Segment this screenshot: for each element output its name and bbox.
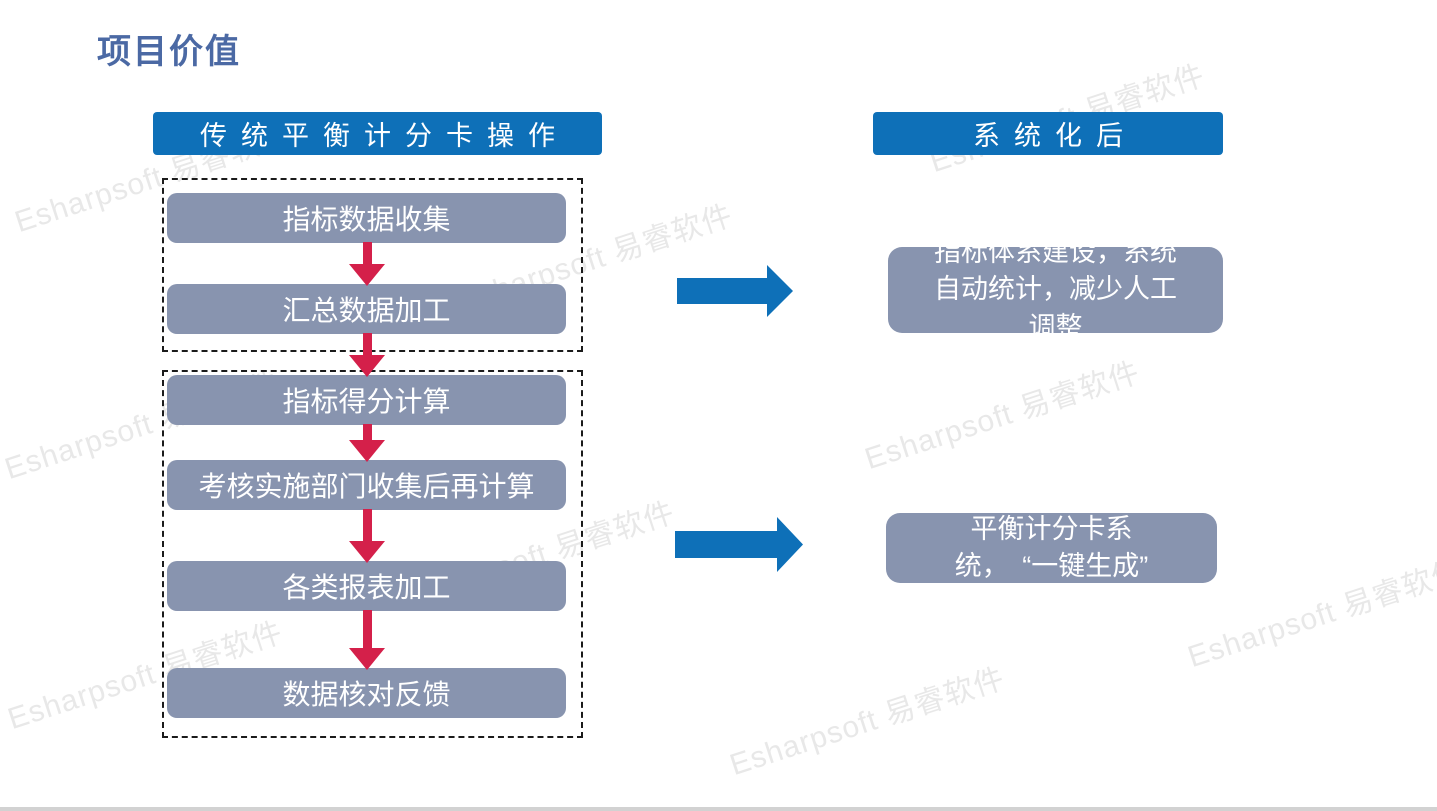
down-arrow-stem — [362, 333, 372, 355]
watermark-text: Esharpsoft 易睿软件 — [860, 356, 1144, 477]
down-arrow-stem — [362, 424, 372, 440]
down-arrow-head — [349, 264, 385, 286]
down-arrow-head — [349, 355, 385, 377]
down-arrow-head — [349, 541, 385, 563]
group-box-manual-collection — [162, 178, 583, 352]
down-arrow-stem — [362, 509, 372, 541]
step-box: 汇总数据加工 — [167, 284, 566, 334]
right-arrow-icon — [677, 265, 793, 317]
down-arrow-icon — [349, 242, 385, 286]
down-arrow-stem — [362, 610, 372, 648]
down-arrow-icon — [349, 424, 385, 462]
watermark-text: Esharpsoft 易睿软件 — [725, 662, 1009, 783]
bottom-divider — [0, 807, 1437, 811]
right-arrow-icon — [675, 517, 803, 572]
step-box: 指标数据收集 — [167, 193, 566, 243]
page-title: 项目价值 — [97, 33, 241, 71]
result-box-system-stats: 指标体系建设，系统自动统计，减少人工调整 — [888, 237, 1223, 342]
down-arrow-head — [349, 440, 385, 462]
down-arrow-icon — [349, 610, 385, 670]
down-arrow-stem — [362, 242, 372, 264]
step-box: 各类报表加工 — [167, 561, 566, 611]
down-arrow-head — [349, 648, 385, 670]
right-column-header: 系统化后 — [873, 112, 1223, 155]
left-column-header: 传统平衡计分卡操作 — [153, 112, 602, 155]
step-box: 指标得分计算 — [167, 375, 566, 425]
watermark-text: Esharpsoft 易睿软件 — [1183, 554, 1437, 675]
down-arrow-icon — [349, 333, 385, 377]
step-box: 考核实施部门收集后再计算 — [167, 460, 566, 510]
result-box-one-click: 平衡计分卡系统， “一键生成” — [886, 513, 1217, 583]
down-arrow-icon — [349, 509, 385, 563]
step-box: 数据核对反馈 — [167, 668, 566, 718]
